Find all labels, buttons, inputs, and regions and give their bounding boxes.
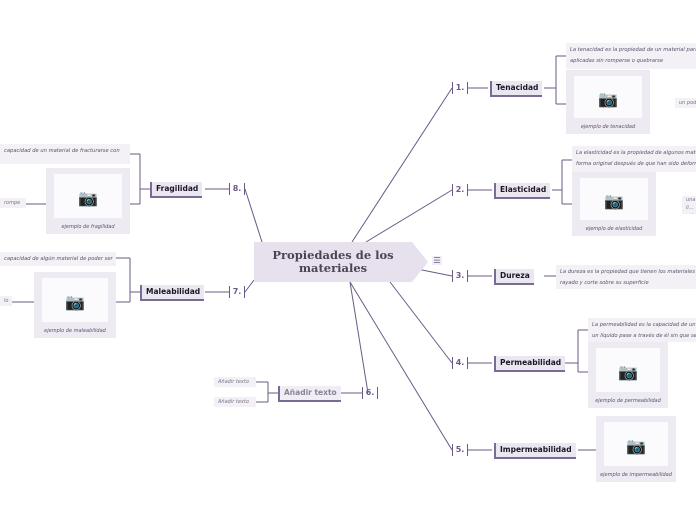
branch-maleabilidad[interactable]: Maleabilidad [140, 285, 205, 301]
desc-elasticidad: La elasticidad es la propiedad de alguno… [572, 146, 696, 172]
branch-anadir-texto[interactable]: Añadir texto [278, 386, 341, 402]
extra-fragilidad[interactable]: rompe [0, 198, 26, 208]
extra-elasticidad[interactable]: una li... origin... [682, 196, 696, 214]
desc-maleabilidad: capacidad de algún material de poder ser [0, 252, 116, 266]
branch-impermeabilidad[interactable]: Impermeabilidad [494, 443, 576, 459]
link-8 [244, 188, 263, 243]
desc-tenacidad: La tenacidad es la propiedad de un mater… [566, 43, 696, 69]
central-topic-label: Propiedades de los materiales [272, 248, 394, 275]
number-6: 6. [362, 387, 378, 399]
branch-elasticidad[interactable]: Elasticidad [494, 183, 551, 199]
image-permeabilidad[interactable]: 📷 ejemplo de permeabilidad [588, 342, 668, 408]
child-anadir-texto-2[interactable]: Añadir texto [214, 397, 256, 407]
number-1: 1. [452, 82, 468, 94]
branch-dureza[interactable]: Dureza [494, 269, 534, 285]
menu-icon[interactable]: ☰ [432, 256, 442, 265]
image-maleabilidad[interactable]: 📷 ejemplo de maleabilidad [34, 272, 116, 338]
camera-icon: 📷 [598, 89, 618, 109]
number-3: 3. [452, 270, 468, 282]
image-elasticidad[interactable]: 📷 ejemplo de elasticidad [572, 172, 656, 236]
branch-tenacidad[interactable]: Tenacidad [490, 81, 543, 97]
camera-icon: 📷 [604, 191, 624, 211]
number-2: 2. [452, 184, 468, 196]
link-2 [365, 189, 453, 243]
desc-permeabilidad: La permeabilidad es la capacidad de un m… [588, 318, 696, 342]
extra-maleabilidad[interactable]: lo [0, 296, 12, 306]
number-5: 5. [452, 444, 468, 456]
link-7 [244, 279, 255, 293]
link-1 [351, 87, 453, 243]
desc-fragilidad: capacidad de un material de fracturarse … [0, 144, 130, 164]
image-impermeabilidad[interactable]: 📷 ejemplo de impermeabilidad [596, 416, 676, 482]
link-4 [389, 281, 453, 364]
number-8: 8. [229, 183, 245, 195]
branch-permeabilidad[interactable]: Permeabilidad [494, 356, 566, 372]
number-7: 7. [229, 286, 245, 298]
link-6 [349, 281, 369, 394]
camera-icon: 📷 [618, 362, 638, 382]
image-tenacidad[interactable]: 📷 ejemplo de tenacidad [566, 70, 650, 134]
extra-tenacidad[interactable]: un poder [675, 98, 696, 108]
central-topic[interactable]: Propiedades de los materiales [254, 242, 428, 282]
desc-dureza: La dureza es la propiedad que tienen los… [556, 265, 696, 289]
camera-icon: 📷 [78, 188, 98, 208]
child-anadir-texto-1[interactable]: Añadir texto [214, 377, 256, 387]
number-4: 4. [452, 357, 468, 369]
branch-fragilidad[interactable]: Fragilidad [150, 182, 203, 198]
link-5 [349, 281, 453, 451]
camera-icon: 📷 [626, 436, 646, 456]
camera-icon: 📷 [65, 292, 85, 312]
image-fragilidad[interactable]: 📷 ejemplo de fragilidad [46, 168, 130, 234]
